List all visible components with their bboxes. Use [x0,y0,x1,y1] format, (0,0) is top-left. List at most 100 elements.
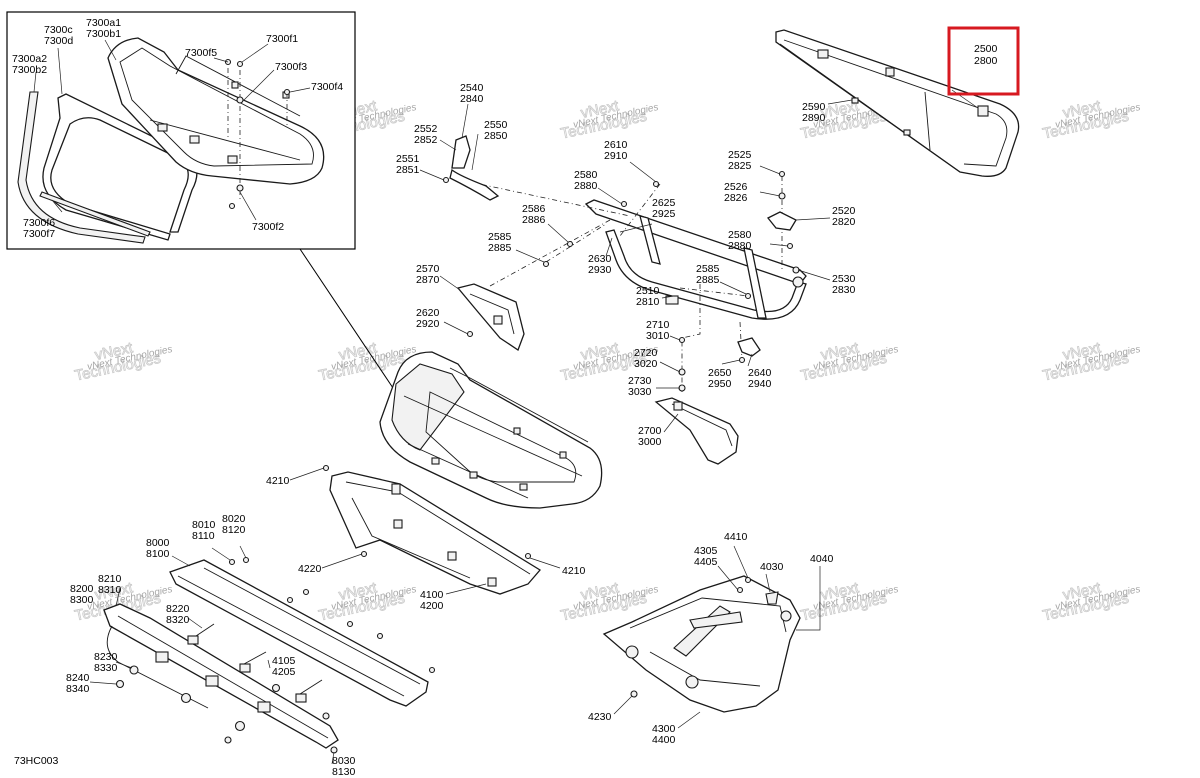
rocker-block [187,635,199,645]
leader [461,103,469,139]
nut [224,736,232,744]
rocker-lower-edge [117,615,329,739]
part-label: 4410 [724,531,748,543]
panel-clip [391,483,401,495]
rocker-block [239,663,251,673]
leader [733,545,749,579]
inset-clip [189,135,200,144]
leader [443,321,469,335]
skid-strut [689,611,743,629]
leader [33,71,37,93]
leader [765,573,771,593]
skid-edge [649,651,761,687]
nut [322,712,330,720]
bracket-2520-body [766,211,797,231]
inset-clip [227,155,238,164]
leader [529,557,561,569]
axis [681,284,701,392]
leader [663,413,679,433]
leader [719,281,747,295]
part-label: 7300f5 [185,47,217,59]
leader [721,359,741,365]
bolt-8220 [195,623,215,637]
inset-bolt [236,184,244,192]
guard-body [654,397,739,465]
screw-2620 [466,330,474,338]
door-clip [513,427,521,435]
bolt-2585b [744,292,752,300]
leader [769,243,789,247]
axis [619,183,661,237]
skid-body [602,575,801,713]
rocker-plate [169,559,429,707]
rocker-block [257,701,271,713]
leader [213,57,229,63]
leader [267,659,271,669]
frame-tube-strut [743,247,767,319]
door-assembly-center [379,351,603,509]
door-rib [403,395,583,477]
leader [797,269,831,281]
leader [331,751,335,765]
leader [289,87,311,93]
inset-bolt [283,88,291,96]
screw [428,666,436,674]
leader [515,249,545,263]
leader [613,695,633,715]
rocker-8200 [89,587,339,765]
door-rib [407,443,529,499]
nut [271,683,281,693]
panel-clip [487,577,497,587]
leader [239,191,257,221]
leader [89,681,117,685]
skid-mount [780,610,792,622]
leader [759,165,781,175]
leader [115,661,133,669]
inset-clip [231,81,239,89]
part-label: 7300f3 [275,61,307,73]
nut-8240 [115,679,125,689]
part-label: 7300f4 [311,81,343,93]
leader [747,353,753,367]
leader [57,47,63,95]
part-label: 4030 [760,561,784,573]
inset-door-rib [175,55,301,117]
bracket-body [456,283,525,351]
part-label: 7300f1 [266,33,298,45]
bolt-8020 [242,556,250,564]
leader [289,467,325,481]
panel-edge [924,91,931,151]
bolt-4105b [299,679,323,695]
skid-mount [685,675,699,689]
rocker-lower-edge [106,625,209,709]
nut [180,692,192,704]
leader [717,565,739,591]
bolt-2710 [678,336,686,344]
inset-clip [157,123,168,132]
leader [669,335,681,341]
leader [597,187,623,205]
guard-clip [673,401,683,411]
part-label: 4040 [810,553,834,565]
